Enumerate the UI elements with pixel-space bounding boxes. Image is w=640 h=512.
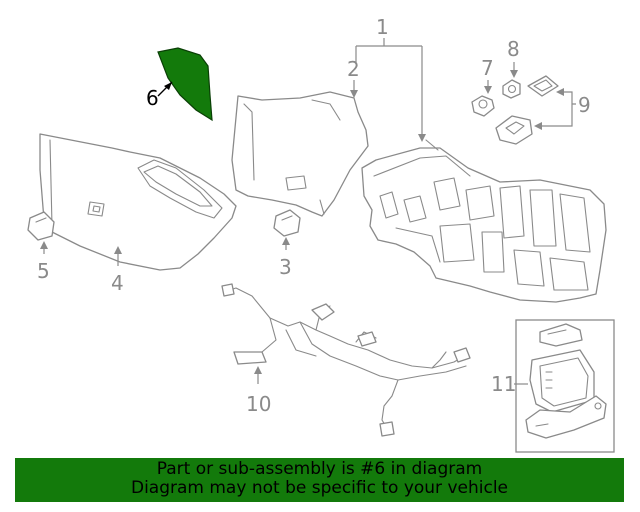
part-8-nut: [502, 79, 521, 99]
callout-2: 2: [347, 57, 360, 81]
leader-2-arrow: [350, 90, 358, 98]
leader-3-arrow: [282, 237, 290, 245]
callout-8: 8: [507, 37, 520, 61]
footer-banner: Part or sub-assembly is #6 in diagram Di…: [15, 458, 624, 502]
part-3-clip: [273, 209, 301, 237]
part-11-module: [525, 323, 607, 439]
footer-background: [15, 458, 624, 502]
callout-11: 11: [491, 372, 516, 396]
callout-5: 5: [37, 259, 50, 283]
part-1-console-assembly: [361, 139, 607, 303]
leader-6-arrow: [164, 82, 172, 90]
callout-6: 6: [146, 86, 159, 110]
part-7-fastener: [471, 95, 495, 117]
part-9-covers: [495, 75, 559, 145]
leader-9-arrow-a: [556, 88, 564, 96]
leader-1-arrow: [418, 134, 426, 142]
callout-10: 10: [246, 392, 271, 416]
leader-4-arrow: [114, 246, 122, 254]
leader-9: [538, 91, 576, 127]
leader-9-arrow-b: [534, 122, 542, 130]
part-5-clip: [27, 211, 55, 241]
part-10-wiring-harness: [221, 283, 471, 437]
part-2-side-panel: [231, 91, 369, 217]
callout-1: 1: [376, 15, 389, 39]
part-6-highlighted[interactable]: [157, 47, 213, 122]
part-4-side-panel: [39, 133, 237, 271]
leader-10-arrow: [254, 366, 262, 374]
callout-7: 7: [481, 56, 494, 80]
leader-1: [355, 38, 423, 138]
leader-7-arrow: [484, 86, 492, 94]
leader-5-arrow: [40, 241, 48, 249]
footer-line-1: Part or sub-assembly is #6 in diagram: [156, 459, 483, 479]
leader-8-arrow: [510, 70, 518, 78]
callout-3: 3: [279, 255, 292, 279]
callout-9: 9: [578, 93, 591, 117]
footer-line-2: Diagram may not be specific to your vehi…: [130, 478, 508, 498]
callout-4: 4: [111, 271, 124, 295]
